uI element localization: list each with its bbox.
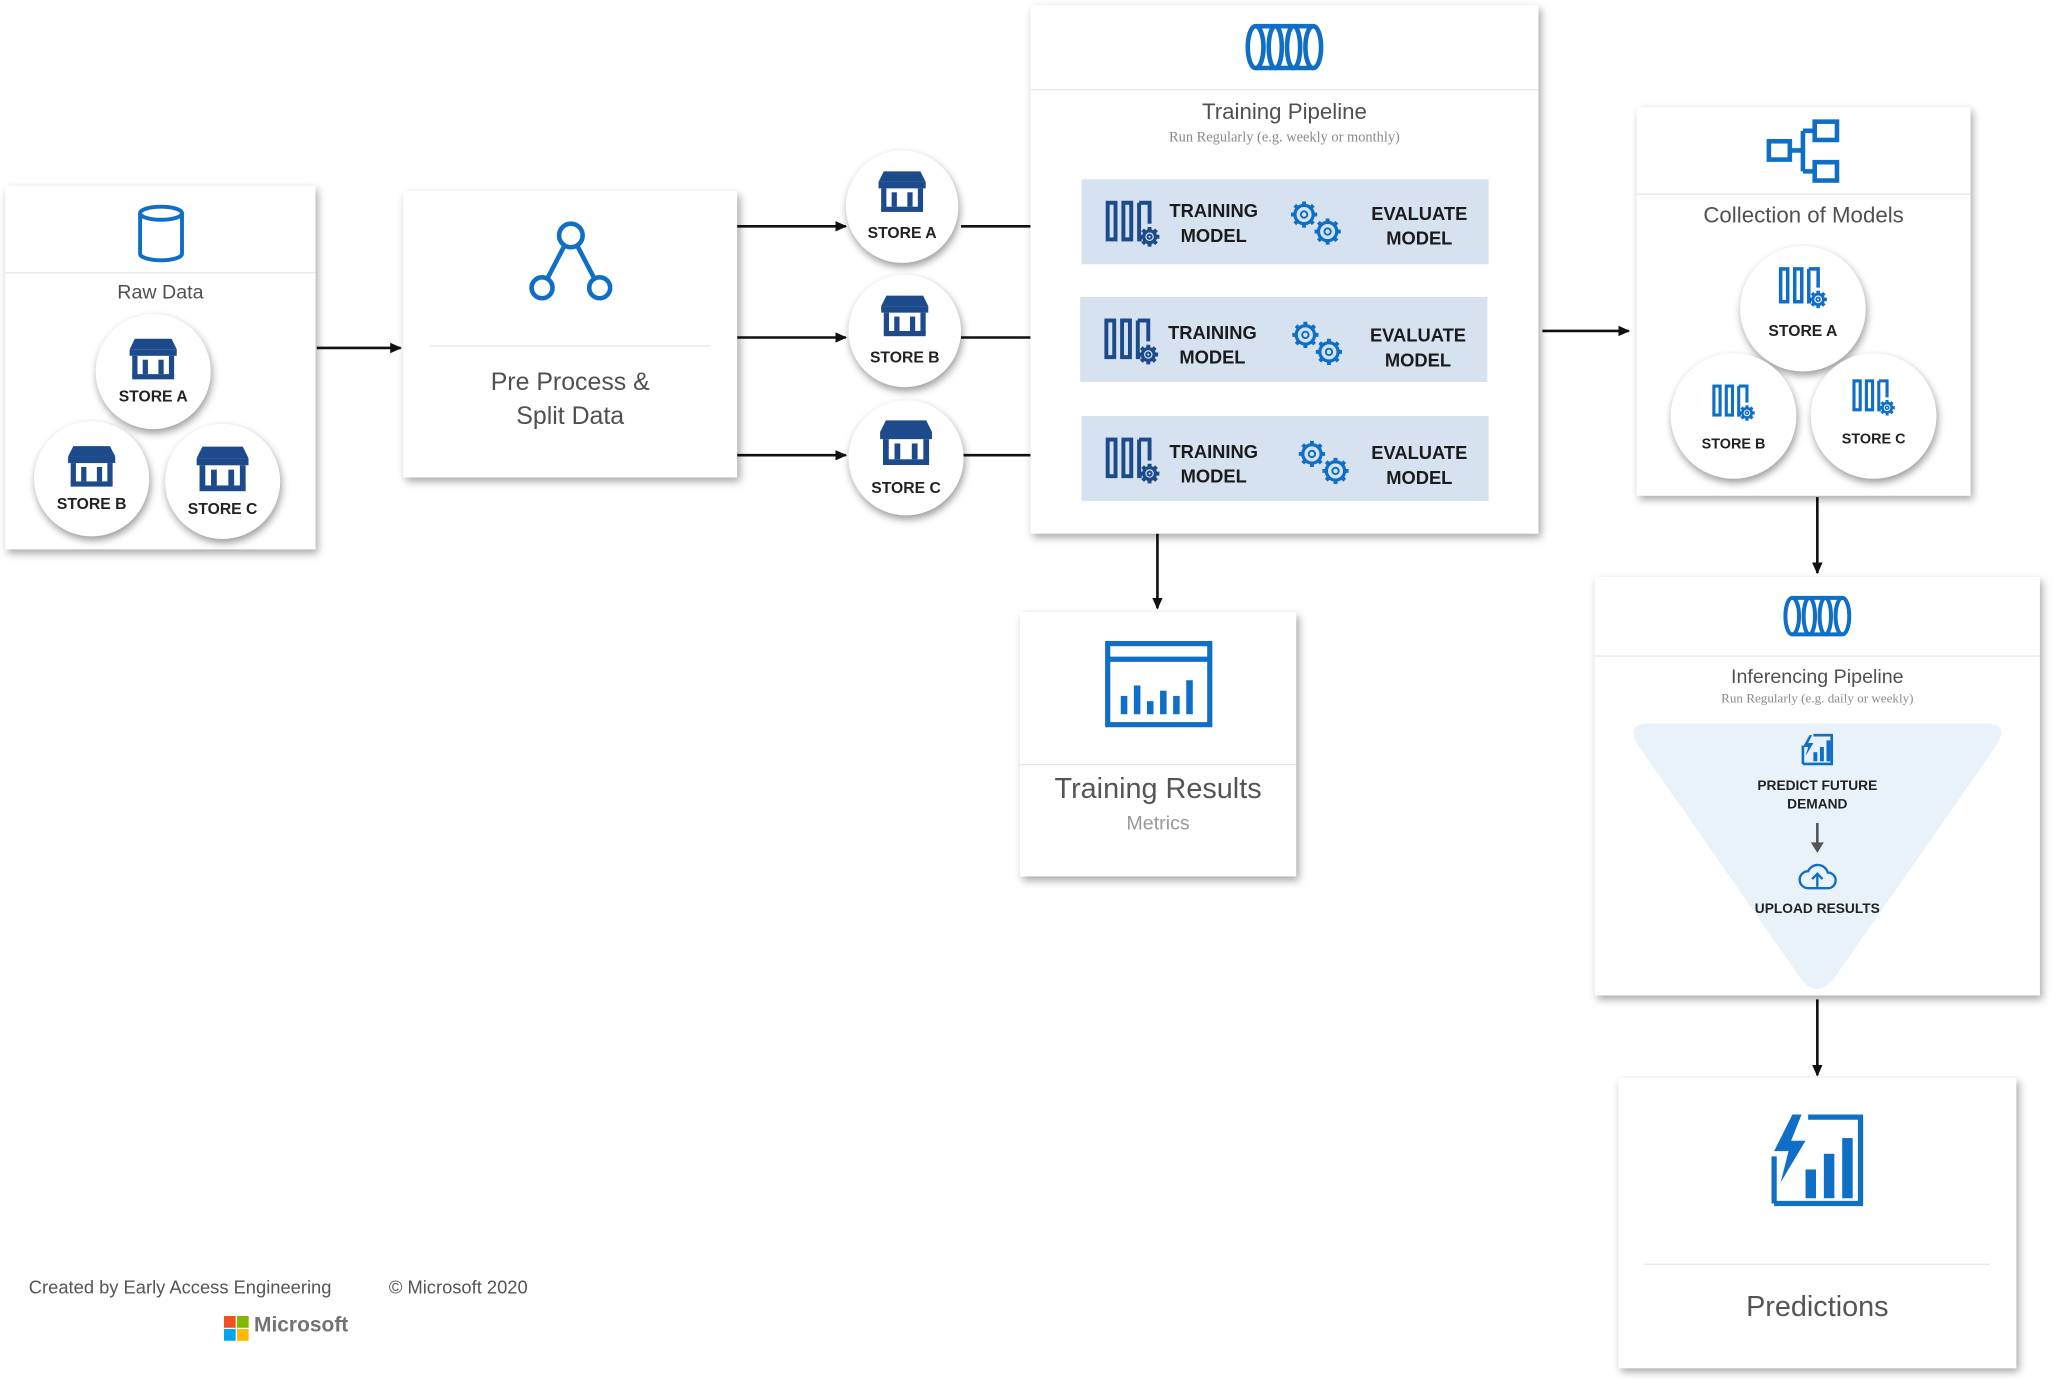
collection-store-a-circle: STORE A [1740, 245, 1866, 372]
split-store-b-label: STORE B [869, 347, 940, 367]
store-icon [881, 295, 929, 337]
store-icon [196, 446, 249, 492]
pipeline-icon [1783, 595, 1852, 637]
model-icon [1778, 267, 1827, 309]
raw-store-a-label: STORE A [118, 387, 188, 406]
predictions-title: Predictions [1746, 1289, 1889, 1323]
collection-store-b-label: STORE B [1701, 436, 1766, 453]
store-icon [878, 171, 926, 212]
raw-store-b-label: STORE B [56, 494, 127, 513]
inferencing-title: Inferencing Pipeline [1731, 665, 1904, 689]
inferencing-card: Inferencing Pipeline Run Regularly (e.g.… [1594, 576, 2040, 996]
row-c-eval-line2: MODEL [1386, 467, 1453, 488]
metrics-chart-icon [1104, 640, 1212, 728]
store-icon [129, 338, 177, 380]
row-a-train-line1: TRAINING [1169, 200, 1259, 222]
microsoft-logo-icon [223, 1315, 249, 1341]
created-by-text: Created by Early Access Engineering [28, 1276, 332, 1298]
row-c-eval-line1: EVALUATE [1371, 442, 1468, 464]
row-c-train-line2: MODEL [1180, 465, 1247, 487]
pipeline-row-a: TRAINING MODEL EVALUATE MODEL [1081, 179, 1489, 265]
pipeline-row-c: TRAINING MODEL EVALUATE MODEL [1081, 415, 1489, 502]
split-node-icon [528, 221, 612, 301]
predictions-card: Predictions [1618, 1077, 2017, 1369]
store-icon [880, 420, 932, 466]
collection-store-b-circle: STORE B [1670, 353, 1797, 479]
predictions-chart-icon [1771, 1114, 1864, 1207]
collection-store-c-circle: STORE C [1810, 353, 1937, 479]
predict-step-line2: DEMAND [1787, 796, 1848, 813]
gears-icon [1292, 321, 1343, 365]
inferencing-funnel [1633, 723, 2002, 989]
raw-store-c-label: STORE C [187, 499, 258, 519]
collection-store-c-label: STORE C [1841, 431, 1906, 448]
training-results-title: Training Results [1054, 771, 1262, 805]
hierarchy-icon [1765, 119, 1839, 183]
raw-store-b-circle: STORE B [34, 421, 150, 537]
row-a-eval-line1: EVALUATE [1371, 202, 1468, 224]
preprocess-title-line1: Pre Process & [490, 368, 650, 397]
predict-step-line1: PREDICT FUTURE [1757, 778, 1878, 795]
split-store-c-circle: STORE C [848, 400, 964, 516]
row-a-eval-line2: MODEL [1386, 227, 1453, 249]
model-icon [1105, 437, 1160, 484]
preprocess-card: Pre Process & Split Data [403, 190, 738, 478]
row-b-train-line1: TRAINING [1168, 321, 1257, 343]
predict-chart-icon [1801, 733, 1834, 766]
pipeline-icon [1245, 23, 1324, 71]
raw-data-title: Raw Data [117, 281, 204, 304]
database-icon [137, 204, 184, 263]
raw-store-c-circle: STORE C [164, 423, 281, 539]
predict-step-label: PREDICT FUTURE DEMAND [1595, 777, 2040, 814]
row-b-train-line2: MODEL [1179, 346, 1246, 368]
row-c-train-line1: TRAINING [1169, 440, 1259, 462]
raw-store-a-circle: STORE A [95, 313, 211, 430]
split-store-a-label: STORE A [867, 223, 937, 243]
gears-icon [1290, 201, 1341, 245]
row-b-eval-line2: MODEL [1384, 349, 1452, 371]
model-icon [1852, 379, 1895, 416]
model-icon [1104, 318, 1159, 365]
model-icon [1712, 384, 1755, 421]
row-b-eval-line1: EVALUATE [1369, 324, 1467, 346]
training-pipeline-title: Training Pipeline [1201, 99, 1367, 125]
model-icon [1105, 200, 1160, 247]
microsoft-logo-text: Microsoft [254, 1314, 349, 1337]
preprocess-title-line2: Split Data [516, 402, 625, 431]
cloud-upload-icon [1798, 863, 1837, 890]
collection-store-a-label: STORE A [1768, 321, 1838, 341]
split-store-a-circle: STORE A [845, 150, 959, 263]
collection-title: Collection of Models [1703, 202, 1904, 228]
inferencing-subtitle: Run Regularly (e.g. daily or weekly) [1721, 692, 1914, 707]
split-store-c-label: STORE C [871, 478, 941, 498]
down-arrow-icon [1810, 822, 1824, 853]
upload-step-label: UPLOAD RESULTS [1754, 901, 1880, 917]
training-pipeline-subtitle: Run Regularly (e.g. weekly or monthly) [1169, 129, 1400, 146]
pipeline-row-b: TRAINING MODEL EVALUATE MODEL [1080, 296, 1488, 382]
store-icon [68, 446, 116, 487]
training-results-card: Training Results Metrics [1019, 612, 1297, 877]
gears-icon [1298, 440, 1349, 485]
copyright-text: © Microsoft 2020 [388, 1276, 528, 1298]
row-a-train-line2: MODEL [1180, 224, 1247, 246]
split-store-b-circle: STORE B [848, 274, 962, 388]
training-results-subtitle: Metrics [1126, 812, 1190, 835]
